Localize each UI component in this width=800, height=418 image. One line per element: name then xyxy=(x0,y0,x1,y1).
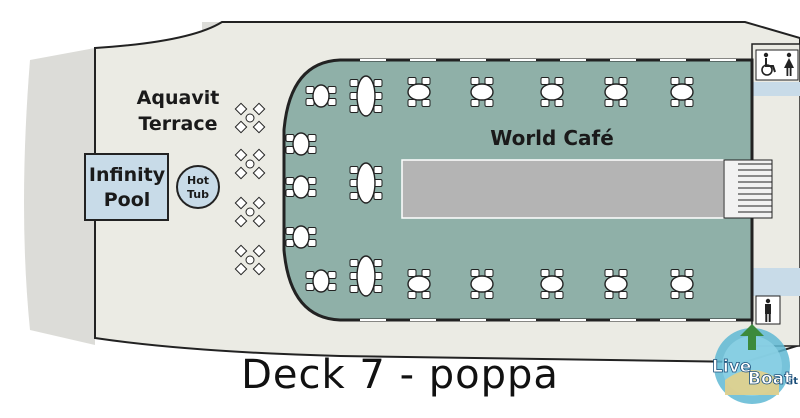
cafe-table xyxy=(305,84,337,108)
restroom-icon xyxy=(755,295,781,325)
terrace-label-line1: Aquavit xyxy=(137,87,220,109)
buffet-counter xyxy=(401,159,725,219)
accessible-restroom-icon xyxy=(755,49,799,81)
terrace-table-set xyxy=(234,102,266,134)
cafe-table xyxy=(285,132,317,156)
cafe-table xyxy=(604,269,628,299)
cafe-table xyxy=(305,269,337,293)
cafe-table xyxy=(604,77,628,107)
deck-title: Deck 7 - poppa xyxy=(241,352,559,398)
service-blue-upper xyxy=(752,82,800,96)
world-cafe-label: World Café xyxy=(490,126,614,150)
pool-label-line1: Infinity xyxy=(89,164,166,186)
cafe-table xyxy=(407,269,431,299)
hottub-label-line2: Tub xyxy=(187,188,209,201)
cafe-table xyxy=(470,77,494,107)
cafe-tables xyxy=(285,75,694,299)
liveboat-watermark-logo: Live Boat .it xyxy=(712,324,798,404)
cafe-table xyxy=(285,225,317,249)
cafe-table xyxy=(670,77,694,107)
hot-tub: Hot Tub xyxy=(176,165,220,209)
watermark-tld: .it xyxy=(786,376,798,387)
service-blue-lower xyxy=(752,268,800,296)
stern-overhang xyxy=(24,48,95,345)
hottub-label-line1: Hot xyxy=(187,174,209,187)
stairs xyxy=(723,159,773,219)
cafe-windows xyxy=(360,59,736,321)
pool-label-line2: Pool xyxy=(104,189,151,211)
cafe-table xyxy=(349,75,383,117)
cafe-table xyxy=(540,269,564,299)
terrace-table-set xyxy=(234,148,266,180)
cafe-table xyxy=(285,175,317,199)
cafe-table xyxy=(349,162,383,204)
cafe-table xyxy=(349,255,383,297)
terrace-seating xyxy=(234,102,266,276)
terrace-table-set xyxy=(234,196,266,228)
terrace-label-line2: Terrace xyxy=(138,113,217,135)
terrace-table-set xyxy=(234,244,266,276)
cafe-table xyxy=(470,269,494,299)
watermark-live: Live xyxy=(712,357,751,377)
cafe-table xyxy=(407,77,431,107)
infinity-pool: Infinity Pool xyxy=(84,153,169,221)
cafe-table xyxy=(540,77,564,107)
cafe-table xyxy=(670,269,694,299)
watermark-boat: Boat xyxy=(748,369,792,389)
